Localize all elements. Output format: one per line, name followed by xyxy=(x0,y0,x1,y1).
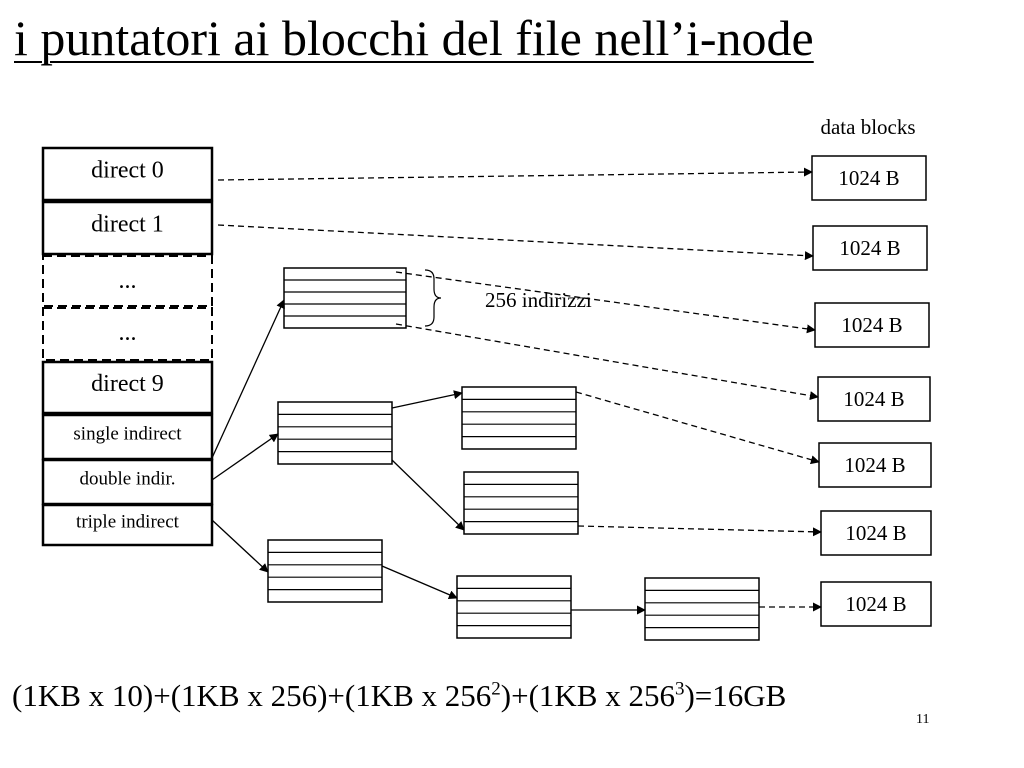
index-block-frame xyxy=(283,267,407,329)
data-block-label: 1024 B xyxy=(838,166,899,190)
inode-entry-box xyxy=(41,360,214,415)
inode-entry-label: single indirect xyxy=(73,423,182,444)
formula-part-2: )+(1KB x 256 xyxy=(500,678,675,713)
data-block-box xyxy=(818,442,932,488)
slide-title: i puntatori ai blocchi del file nell’i-n… xyxy=(14,10,814,66)
data-block-label: 1024 B xyxy=(839,236,900,260)
inode-entry-box xyxy=(41,200,214,256)
data-block: 1024 B xyxy=(820,581,932,627)
index-block-triple-l3 xyxy=(644,577,760,641)
pointer-arrow xyxy=(381,565,458,599)
index-block-frame xyxy=(463,471,579,535)
index-block-triple-l1 xyxy=(267,539,383,603)
formula-part-3: )=16GB xyxy=(684,678,787,713)
data-blocks: 1024 B 1024 B 1024 B 1024 B 1024 B 1024 B 1024… xyxy=(811,155,932,627)
dashed-pointer-arrow xyxy=(395,323,819,401)
data-block: 1024 B xyxy=(814,302,930,348)
inode-entry: direct 1 xyxy=(41,200,214,256)
data-block-box xyxy=(814,302,930,348)
index-block-frame xyxy=(267,539,383,603)
inode-entry-label: direct 9 xyxy=(91,371,164,397)
inode-entry: double indir. xyxy=(41,458,214,506)
data-block-box xyxy=(812,225,928,271)
index-block-triple-l2 xyxy=(456,575,572,639)
inode-entry: single indirect xyxy=(41,413,214,461)
brace-icon xyxy=(424,269,442,327)
inode-entry: triple indirect xyxy=(41,503,214,547)
data-block-label: 1024 B xyxy=(843,387,904,411)
data-block: 1024 B xyxy=(820,510,932,556)
index-block-frame xyxy=(644,577,760,641)
pointer-arrow xyxy=(211,519,269,573)
inode-entry-box xyxy=(41,413,214,461)
index-blocks xyxy=(267,267,760,641)
inode-entry: ... xyxy=(42,255,213,307)
dashed-pointer-arrow xyxy=(395,271,816,334)
index-block-frame xyxy=(456,575,572,639)
pointer-arrow xyxy=(391,459,465,531)
inode-table: direct 0 direct 1...... direct 9 single ind… xyxy=(41,146,214,547)
dashed-pointer-arrow xyxy=(575,391,820,465)
size-formula: (1KB x 10)+(1KB x 256)+(1KB x 2562)+(1KB… xyxy=(12,676,786,716)
inode-entry-box xyxy=(42,307,213,361)
pointer-arrows xyxy=(211,167,822,615)
data-block: 1024 B xyxy=(818,442,932,488)
dashed-pointer-arrow xyxy=(217,167,813,181)
pointer-arrow xyxy=(211,299,285,459)
inode-entry-label: double indir. xyxy=(79,468,175,489)
inode-entry-box xyxy=(41,503,214,547)
index-block-frame xyxy=(277,401,393,465)
dashed-pointer-arrow xyxy=(577,525,822,537)
inode-entry-label: direct 0 xyxy=(91,158,164,184)
formula-part-1: (1KB x 10)+(1KB x 256)+(1KB x 256 xyxy=(12,678,492,713)
index-block-single xyxy=(283,267,407,329)
index-block-frame xyxy=(461,386,577,450)
data-block-box xyxy=(820,510,932,556)
index-block-double-l2a xyxy=(461,386,577,450)
data-block-label: 1024 B xyxy=(844,453,905,477)
inode-entry: ... xyxy=(42,307,213,361)
data-block-box xyxy=(811,155,927,201)
data-blocks-label: data blocks xyxy=(820,115,915,139)
page-number: 11 xyxy=(916,712,930,727)
data-block-label: 1024 B xyxy=(845,592,906,616)
inode-entry-label: ... xyxy=(119,320,137,346)
index-block-double-l1 xyxy=(277,401,393,465)
index-block-double-l2b xyxy=(463,471,579,535)
inode-entry-box xyxy=(41,146,214,202)
data-block-label: 1024 B xyxy=(845,521,906,545)
data-block-box xyxy=(820,581,932,627)
formula-exponent-2: 3 xyxy=(674,678,685,700)
data-block-label: 1024 B xyxy=(841,313,902,337)
data-block: 1024 B xyxy=(817,376,931,422)
data-block: 1024 B xyxy=(812,225,928,271)
inode-entry-label: triple indirect xyxy=(76,511,180,532)
data-block: 1024 B xyxy=(811,155,927,201)
pointer-arrow xyxy=(211,433,279,481)
inode-entry: direct 9 xyxy=(41,360,214,415)
inode-entry: direct 0 xyxy=(41,146,214,202)
inode-entry-label: ... xyxy=(119,268,137,294)
formula-exponent-1: 2 xyxy=(491,678,501,700)
pointer-arrow xyxy=(391,390,463,409)
inode-entry-box xyxy=(41,458,214,506)
inode-entry-box xyxy=(42,255,213,307)
inode-entry-label: direct 1 xyxy=(91,212,164,238)
dashed-pointer-arrow xyxy=(217,224,814,261)
